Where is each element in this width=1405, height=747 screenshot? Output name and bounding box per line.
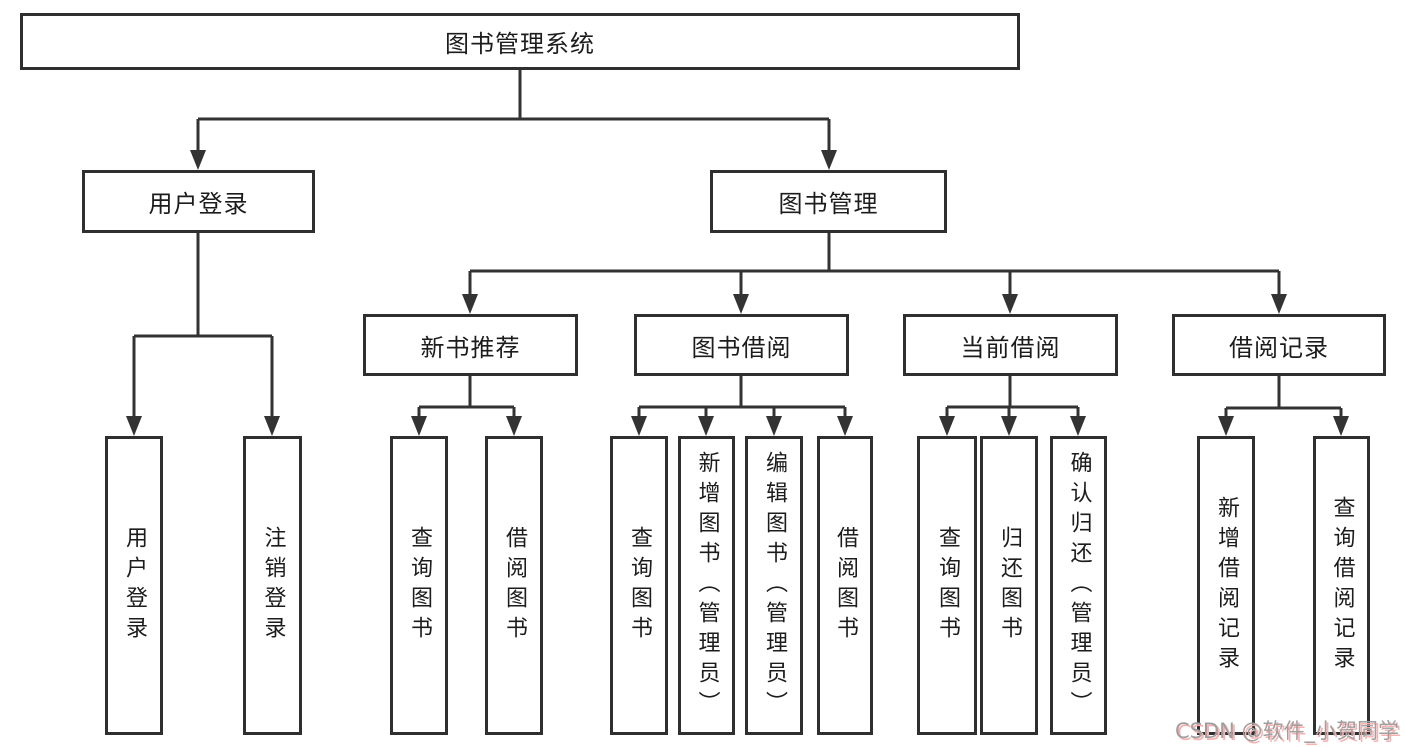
node-recommend-borrow-book: 借阅图书	[485, 436, 543, 735]
node-borrow-query-book: 查询图书	[610, 436, 668, 735]
node-records-query-record: 查询借阅记录	[1313, 436, 1370, 735]
node-label: 查询图书	[627, 525, 652, 646]
node-borrow-borrow-book: 借阅图书	[817, 436, 873, 735]
node-label: 新书推荐	[420, 333, 521, 362]
node-new-book-recommend: 新书推荐	[363, 314, 578, 376]
node-label: 图书借阅	[691, 333, 792, 362]
node-book-management: 图书管理	[710, 170, 947, 233]
node-current-borrow: 当前借阅	[903, 314, 1118, 376]
node-label: 新增借阅记录	[1214, 495, 1239, 676]
node-recommend-query-book: 查询图书	[390, 436, 448, 735]
node-user-login: 用户登录	[105, 436, 163, 735]
node-label: 确认归还（管理员）	[1066, 450, 1092, 721]
csdn-watermark: CSDN @软件_小贺同学	[1174, 719, 1399, 743]
node-label: 用户登录	[148, 190, 249, 218]
node-label: 用户登录	[122, 525, 147, 646]
node-label: 图书管理系统	[445, 30, 595, 58]
node-label: 归还图书	[997, 525, 1022, 646]
node-borrow-records: 借阅记录	[1172, 314, 1386, 376]
node-label: 查询图书	[407, 525, 432, 646]
node-user-login-group: 用户登录	[82, 170, 315, 233]
node-label: 新增图书（管理员）	[694, 450, 720, 721]
node-label: 查询借阅记录	[1329, 495, 1355, 676]
node-book-borrow: 图书借阅	[634, 314, 849, 376]
node-label: 图书管理	[778, 190, 879, 218]
node-root-system: 图书管理系统	[20, 13, 1020, 70]
node-label: 查询图书	[935, 525, 960, 646]
node-records-add-record: 新增借阅记录	[1197, 436, 1255, 735]
node-borrow-add-book-admin: 新增图书（管理员）	[678, 436, 735, 735]
node-current-return-book: 归还图书	[980, 436, 1038, 735]
node-label: 借阅图书	[502, 525, 527, 646]
node-label: 借阅记录	[1229, 333, 1329, 362]
node-label: 当前借阅	[960, 333, 1061, 362]
node-label: 编辑图书（管理员）	[762, 450, 787, 721]
node-label: 借阅图书	[833, 525, 858, 646]
node-borrow-edit-book-admin: 编辑图书（管理员）	[745, 436, 803, 735]
node-current-confirm-return-admin: 确认归还（管理员）	[1050, 436, 1107, 735]
node-logout: 注销登录	[243, 436, 302, 735]
node-label: 注销登录	[260, 525, 286, 646]
node-current-query-book: 查询图书	[917, 436, 977, 735]
